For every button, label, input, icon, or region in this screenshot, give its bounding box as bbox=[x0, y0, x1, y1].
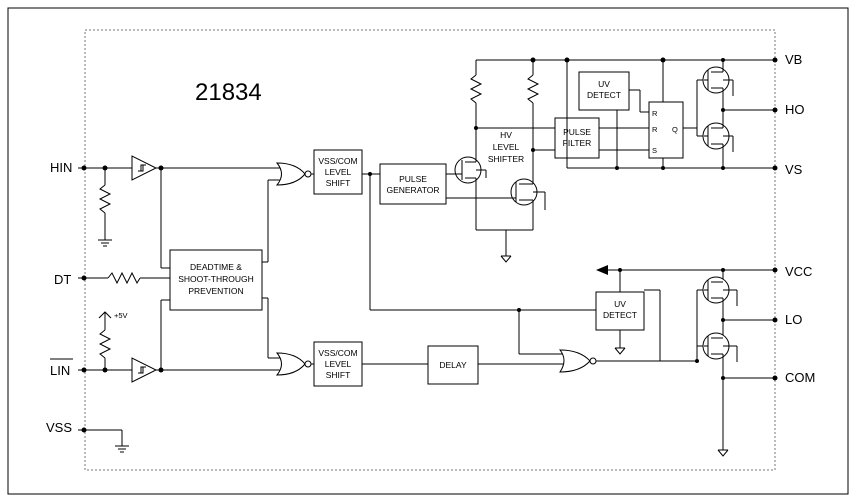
level-shift-high-line-1: VSS/COM bbox=[318, 156, 357, 166]
level-shift-high-line-2: LEVEL bbox=[325, 167, 352, 177]
pin-label-lo: LO bbox=[785, 312, 802, 327]
pin-label-vss: VSS bbox=[46, 420, 72, 435]
lin-input-circuit: +5V bbox=[78, 299, 282, 383]
flipflop-r2: R bbox=[652, 125, 658, 134]
wire-ls-to-uv-low bbox=[368, 172, 596, 311]
uv-detect-high-block bbox=[578, 71, 630, 111]
pulse-generator-line-1: PULSE bbox=[399, 174, 427, 184]
low-side-output-stage bbox=[695, 270, 778, 457]
uv-detect-high-line-1: UV bbox=[598, 79, 610, 89]
level-shift-low-block bbox=[313, 341, 363, 387]
hv-level-shifter-line-3: SHIFTER bbox=[488, 154, 524, 164]
pulse-filter-block bbox=[554, 117, 600, 159]
rs-flipflop bbox=[648, 101, 684, 159]
uv-high-wiring bbox=[566, 60, 775, 170]
vss-ground bbox=[78, 427, 129, 453]
hin-input-circuit bbox=[78, 155, 282, 269]
supply-label: +5V bbox=[114, 311, 128, 320]
deadtime-line-3: PREVENTION bbox=[188, 286, 243, 296]
level-shift-high-line-3: SHIFT bbox=[326, 178, 351, 188]
pulse-filter-line-2: FILTER bbox=[563, 138, 592, 148]
pin-label-dt: DT bbox=[54, 272, 71, 287]
low-side-nor-gate bbox=[275, 352, 314, 376]
hv-level-shifter-line-2: LEVEL bbox=[493, 142, 520, 152]
uv-low-wiring bbox=[596, 265, 778, 361]
uv-detect-low-line-1: UV bbox=[614, 299, 626, 309]
pin-label-com: COM bbox=[785, 370, 815, 385]
uv-detect-low-line-2: DETECT bbox=[603, 310, 637, 320]
flipflop-supply bbox=[661, 60, 665, 170]
pulse-generator-line-2: GENERATOR bbox=[386, 185, 439, 195]
level-shift-low-line-1: VSS/COM bbox=[318, 348, 357, 358]
pin-label-lin: LIN bbox=[50, 363, 70, 378]
flipflop-q: Q bbox=[672, 125, 678, 134]
level-shift-low-line-2: LEVEL bbox=[325, 359, 352, 369]
pin-label-vb: VB bbox=[785, 52, 802, 67]
delay-block bbox=[427, 345, 479, 385]
delay-label: DELAY bbox=[439, 360, 467, 370]
ic-boundary bbox=[84, 29, 776, 471]
pin-label-vcc: VCC bbox=[785, 264, 812, 279]
level-shift-low-line-3: SHIFT bbox=[326, 370, 351, 380]
hv-level-shifter-line-1: HV bbox=[500, 130, 512, 140]
deadtime-block bbox=[169, 249, 263, 311]
uv-detect-high-line-2: DETECT bbox=[587, 90, 621, 100]
low-side-output-nor-gate bbox=[517, 308, 697, 373]
high-side-output-stage bbox=[683, 58, 778, 171]
pin-label-vs: VS bbox=[785, 162, 803, 177]
flipflop-r1: R bbox=[652, 109, 658, 118]
flipflop-s: S bbox=[652, 146, 657, 155]
dt-input-circuit bbox=[78, 271, 170, 285]
high-side-nor-gate bbox=[275, 162, 314, 186]
wire-pulsegen-to-mosfets bbox=[446, 173, 508, 199]
hv-level-shifter bbox=[454, 57, 778, 263]
deadtime-line-1: DEADTIME & bbox=[190, 262, 242, 272]
deadtime-line-2: SHOOT-THROUGH bbox=[178, 274, 254, 284]
deadtime-to-gates-wiring bbox=[262, 179, 282, 359]
pin-label-ho: HO bbox=[785, 102, 805, 117]
outer-frame bbox=[7, 7, 849, 495]
pulse-generator-block bbox=[379, 163, 447, 205]
level-shift-high-block bbox=[313, 149, 363, 195]
part-number: 21834 bbox=[195, 79, 262, 106]
pin-label-hin: HIN bbox=[50, 160, 72, 175]
pulse-filter-line-1: PULSE bbox=[563, 127, 591, 137]
